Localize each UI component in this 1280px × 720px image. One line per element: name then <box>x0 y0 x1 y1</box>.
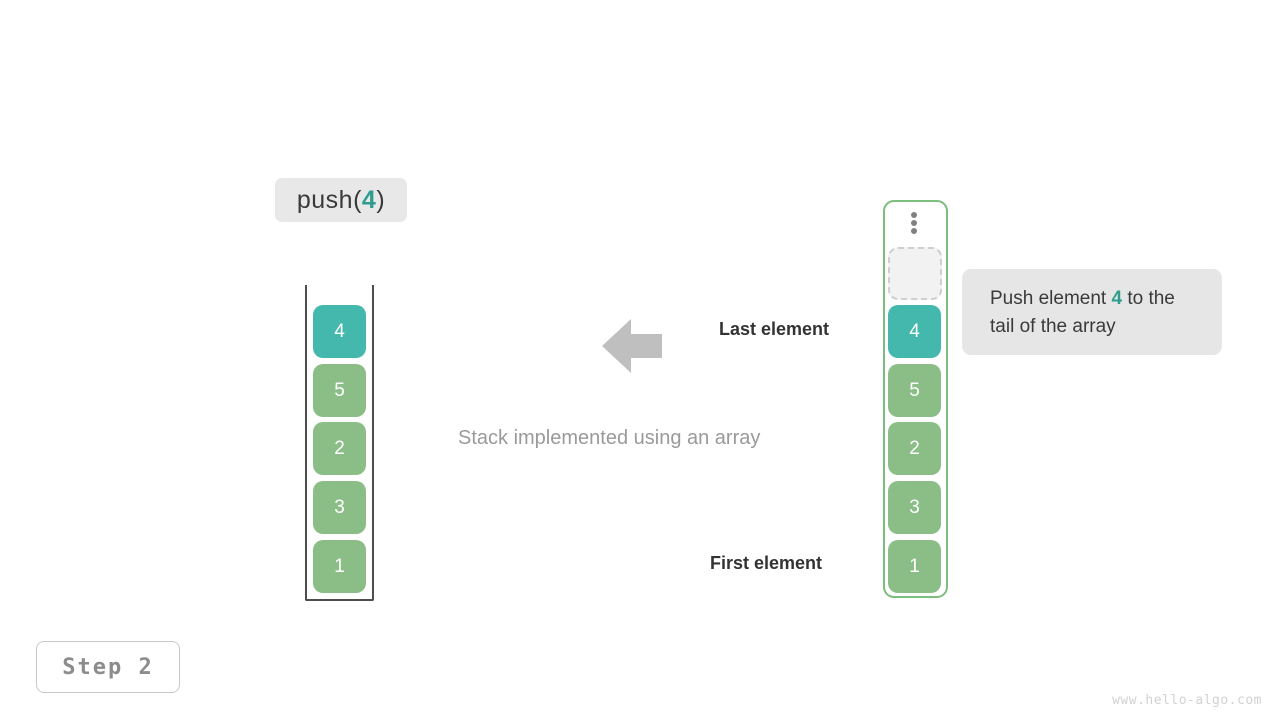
array-cell: 1 <box>888 540 941 593</box>
step-badge-label: Step 2 <box>62 654 154 680</box>
stack-cell: 4 <box>313 305 366 358</box>
operation-name: push( <box>296 185 362 214</box>
array-cell: 2 <box>888 422 941 475</box>
array-cell: 5 <box>888 364 941 417</box>
stack-container <box>305 285 374 601</box>
tooltip-text-prefix: Push element <box>990 288 1112 309</box>
ellipsis-dot <box>911 228 917 234</box>
operation-paren-close: ) <box>376 185 386 214</box>
stack-cell: 1 <box>313 540 366 593</box>
operation-argument: 4 <box>361 185 377 214</box>
label-first-element: First element <box>710 553 823 573</box>
array-container <box>883 200 948 598</box>
watermark: www.hello-algo.com <box>1112 693 1262 708</box>
array-cell-value: 4 <box>909 320 920 342</box>
stack-cell-value: 3 <box>334 496 345 518</box>
step-badge: Step 2 <box>36 641 180 693</box>
array-cell: 4 <box>888 305 941 358</box>
array-cell-value: 5 <box>909 379 920 401</box>
tooltip-argument: 4 <box>1111 288 1123 309</box>
stack-cell-value: 5 <box>334 379 345 401</box>
label-last-element: Last element <box>719 319 830 339</box>
ellipsis-dot <box>911 212 917 218</box>
ellipsis-dot <box>911 220 917 226</box>
arrow-left-icon <box>602 318 662 374</box>
stack-cell: 5 <box>313 364 366 417</box>
tooltip-text-line2: the tail of the array <box>990 288 1175 337</box>
array-cell-value: 3 <box>909 496 920 518</box>
stack-cell: 3 <box>313 481 366 534</box>
stack-cell-value: 2 <box>334 437 345 459</box>
tooltip-callout: Push element 4 to the tail of the array <box>962 269 1222 355</box>
stack-cell-value: 4 <box>334 320 345 342</box>
array-cell-value: 2 <box>909 437 920 459</box>
stack-cell: 2 <box>313 422 366 475</box>
array-empty-slot <box>888 247 942 300</box>
array-cell: 3 <box>888 481 941 534</box>
stack-cell-value: 1 <box>334 555 345 577</box>
operation-chip: push(4) <box>275 178 407 222</box>
vertical-ellipsis-icon <box>911 212 917 234</box>
stack-caption: Stack implemented using an array <box>458 427 761 449</box>
tooltip-text-suffix: to <box>1122 288 1144 309</box>
array-cell-value: 1 <box>909 555 920 577</box>
